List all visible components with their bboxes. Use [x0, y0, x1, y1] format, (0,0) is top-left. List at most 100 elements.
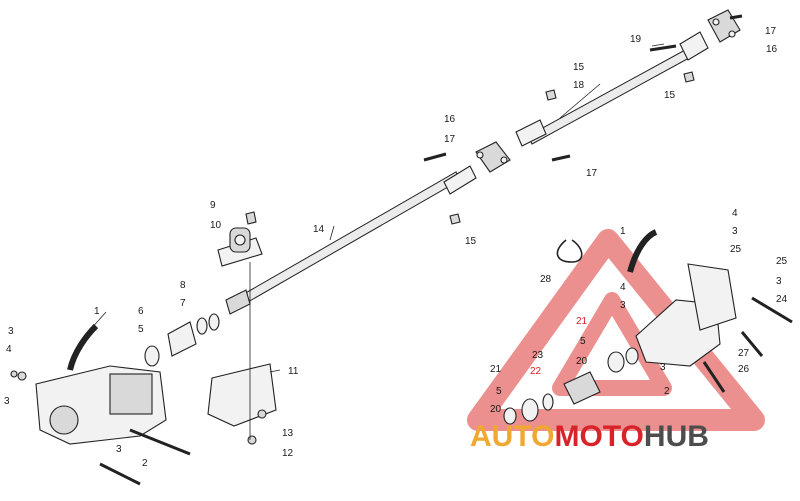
flex-coupler-16-top: [707, 9, 741, 43]
drive-shaft-rear: [515, 31, 709, 147]
watermark-triangle-inner: [552, 292, 672, 396]
coupler-bolt-hole: [712, 18, 720, 26]
label-6: 6: [138, 306, 144, 317]
label-17: 17: [444, 134, 456, 145]
seal-8: [208, 313, 220, 331]
nut-12: [247, 435, 257, 445]
label-3: 3: [4, 396, 10, 407]
label-4: 4: [620, 282, 626, 293]
label-20: 20: [576, 356, 588, 367]
bracket-11: [207, 363, 277, 427]
leader: [651, 43, 665, 47]
bolt-17-mid: [423, 152, 447, 162]
nut-13: [257, 409, 267, 419]
label-22: 22: [530, 366, 542, 377]
label-3: 3: [116, 444, 122, 455]
seal-5-mid: [607, 351, 625, 373]
watermark-text: AUTOMOTOHUB: [470, 420, 709, 453]
nut-15-a: [545, 89, 557, 101]
label-2: 2: [142, 458, 148, 469]
gearcase-flange: [49, 405, 79, 435]
label-14: 14: [313, 224, 325, 235]
bracket-assembly: [207, 262, 277, 445]
leader: [329, 225, 335, 241]
bolt-17-top: [729, 14, 743, 20]
label-16: 16: [444, 114, 456, 125]
label-28: 28: [540, 274, 552, 285]
coupler-bolt-hole: [476, 151, 484, 159]
rear-gearcase: [556, 229, 793, 393]
shaft-18-yoke-front: [515, 119, 547, 147]
front-gearcase: [10, 323, 191, 486]
output-shaft-parts: [503, 347, 639, 425]
label-9: 9: [210, 200, 216, 211]
coupler-23: [563, 371, 601, 405]
boot-seals-left: [144, 313, 220, 367]
label-24: 24: [776, 294, 788, 305]
label-1: 1: [620, 226, 626, 237]
bearing-assembly: [217, 211, 263, 267]
flex-coupler-16-mid: [475, 141, 511, 173]
hose-1: [67, 323, 99, 371]
label-16: 16: [766, 44, 778, 55]
label-15: 15: [573, 62, 585, 73]
label-8: 8: [180, 280, 186, 291]
ring-20-mid: [625, 347, 639, 365]
watermark-wordmark: AUTOMOTOHUB: [470, 420, 709, 453]
bolt-2-upper: [129, 428, 191, 456]
hose-1-right: [627, 229, 658, 273]
bolt-17-right: [551, 154, 571, 162]
label-2: 2: [664, 386, 670, 397]
boot-6: [167, 321, 197, 357]
watermark-hub: HUB: [644, 420, 709, 453]
shaft-14-spline: [225, 289, 251, 315]
leader-lines: [89, 43, 665, 373]
bolt-24: [751, 296, 793, 324]
washer-3: [17, 371, 27, 381]
nut-4: [10, 370, 18, 378]
label-5: 5: [496, 386, 502, 397]
watermark-auto: AUTO: [470, 420, 554, 453]
label-17: 17: [586, 168, 598, 179]
label-7: 7: [180, 298, 186, 309]
watermark-moto: MOTO: [554, 420, 643, 453]
label-4: 4: [6, 344, 12, 355]
coupler-body: [475, 141, 511, 173]
leader: [269, 369, 281, 373]
nut-15-b: [683, 71, 695, 83]
label-27: 27: [738, 348, 750, 359]
snap-ring-28: [556, 239, 583, 263]
label-3: 3: [8, 326, 14, 337]
label-3: 3: [776, 276, 782, 287]
label-17: 17: [765, 26, 777, 37]
label-5: 5: [138, 324, 144, 335]
ring-20: [503, 407, 517, 425]
label-10: 10: [210, 220, 222, 231]
part-labels: 17 19 16 15 18 15 16 17 17 9 10 14 15 8 …: [4, 26, 788, 469]
nut-15-c: [449, 213, 461, 225]
label-5: 5: [580, 336, 586, 347]
label-3: 3: [732, 226, 738, 237]
label-26: 26: [738, 364, 750, 375]
label-25: 25: [776, 256, 788, 267]
rear-gearcase-upper: [687, 263, 737, 331]
gearcase-ribs: [109, 373, 153, 415]
drive-shaft-front: [225, 165, 477, 315]
bolt-19: [649, 44, 677, 52]
label-15: 15: [465, 236, 477, 247]
label-3: 3: [620, 300, 626, 311]
leader: [89, 311, 107, 331]
label-1: 1: [94, 306, 100, 317]
seal-5-right: [521, 398, 539, 422]
bolt-9: [245, 211, 257, 225]
coupler-bolt-hole: [728, 30, 736, 38]
label-18: 18: [573, 80, 585, 91]
shaft-14-yoke: [443, 165, 477, 195]
seal-5: [144, 345, 160, 367]
label-11: 11: [288, 366, 299, 377]
label-4: 4: [732, 208, 738, 219]
bolts: [423, 14, 743, 225]
label-13: 13: [282, 428, 294, 439]
